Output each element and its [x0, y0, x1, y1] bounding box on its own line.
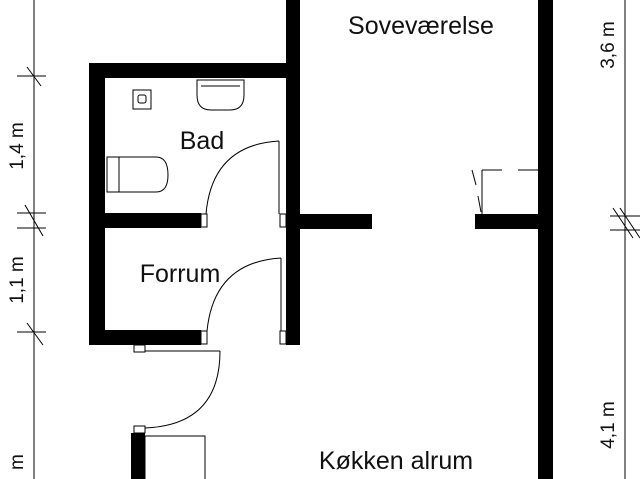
dimension-label: 1,4 m — [7, 122, 28, 170]
room-label-hall: Forrum — [140, 260, 221, 288]
toilet-icon — [106, 156, 169, 193]
room-label-kitchen: Køkken alrum — [319, 447, 473, 475]
hall-door[interactable] — [206, 257, 282, 332]
dimension-label: 3,6 m — [598, 21, 619, 69]
room-label-bedroom: Soveværelse — [348, 12, 494, 40]
kitchen-counter — [144, 435, 206, 479]
center-wall — [286, 0, 300, 345]
fixtures — [106, 79, 245, 479]
hall-bottom-wall — [89, 330, 201, 345]
bedroom-door[interactable] — [471, 169, 538, 214]
dimension-label: m — [7, 454, 28, 470]
dimension-label: 1,1 m — [7, 256, 28, 304]
bath-left-wall — [89, 63, 105, 345]
dimension-lines — [17, 0, 640, 479]
bath-hall-divider-wall — [89, 213, 201, 228]
room-label-bathroom: Bad — [180, 127, 224, 155]
bath-door[interactable] — [205, 140, 280, 215]
floor-drain-icon — [132, 89, 152, 110]
entrance-door[interactable] — [144, 350, 221, 429]
bedroom-wall-right-segment — [475, 214, 553, 229]
entry-wall — [131, 433, 145, 479]
door-jambs — [133, 213, 287, 434]
sink-icon — [196, 79, 245, 111]
walls — [89, 0, 553, 479]
bedroom-wall-left-segment — [286, 214, 372, 229]
bath-top-wall — [89, 63, 300, 78]
doors — [144, 140, 538, 429]
dimension-label: 4,1 m — [598, 401, 619, 449]
right-wall — [538, 0, 553, 479]
